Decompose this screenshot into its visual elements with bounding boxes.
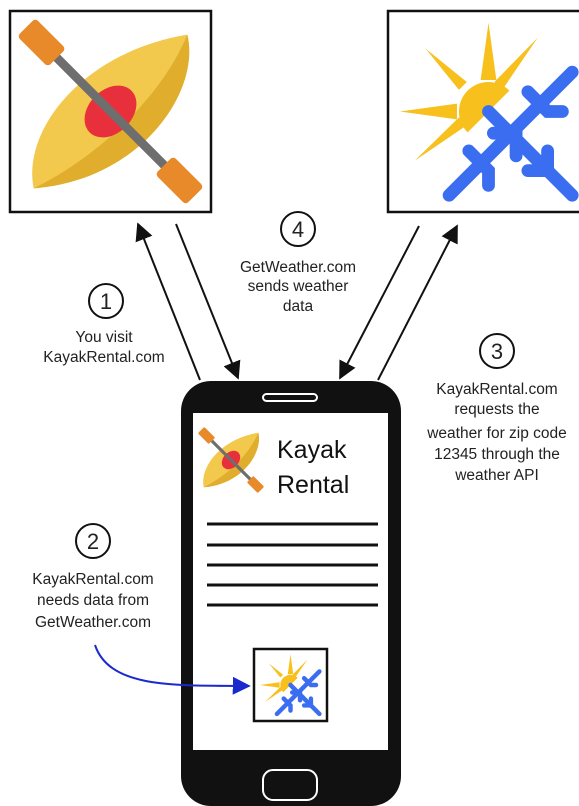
step-1-line-2: KayakRental.com	[43, 349, 164, 366]
step-4: 4 GetWeather.com sends weather data	[240, 211, 356, 315]
step-3-line-3: weather for zip code	[426, 425, 567, 442]
step-3: 3 KayakRental.com requests the weather f…	[426, 333, 567, 484]
step-3-line-2: requests the	[454, 401, 539, 418]
step-3-line-4: 12345 through the	[434, 446, 560, 463]
pointer-arrow	[94, 644, 251, 695]
phone-title-line-2: Rental	[277, 471, 349, 499]
arrow-phone-to-kayak	[135, 222, 201, 381]
step-2-line-1: KayakRental.com	[32, 571, 153, 588]
step-1: 1 You visit KayakRental.com	[43, 283, 165, 366]
weather-box	[386, 9, 579, 214]
step-4-line-1: GetWeather.com	[240, 259, 356, 276]
smartphone: Kayak Rental	[181, 381, 401, 806]
step-4-line-3: data	[283, 298, 314, 315]
step-2-number: 2	[87, 529, 99, 554]
step-3-line-5: weather API	[454, 467, 539, 484]
phone-title-line-1: Kayak	[277, 436, 347, 464]
step-3-line-1: KayakRental.com	[436, 381, 557, 398]
step-3-number: 3	[491, 339, 503, 364]
phone-speaker	[262, 393, 318, 402]
kayak-box	[8, 9, 213, 214]
step-2-line-2: needs data from	[37, 592, 149, 609]
step-1-line-1: You visit	[75, 329, 133, 346]
phone-home-button[interactable]	[262, 769, 318, 801]
step-2: 2 KayakRental.com needs data from GetWea…	[32, 523, 154, 631]
arrow-kayak-to-phone	[175, 223, 241, 380]
step-2-line-3: GetWeather.com	[35, 614, 151, 631]
phone-text-lines	[207, 522, 378, 607]
arrow-weather-to-phone	[339, 225, 420, 380]
step-1-number: 1	[100, 289, 112, 314]
arrow-phone-to-weather	[377, 224, 458, 381]
step-4-line-2: sends weather	[248, 278, 349, 295]
step-4-number: 4	[292, 217, 304, 242]
